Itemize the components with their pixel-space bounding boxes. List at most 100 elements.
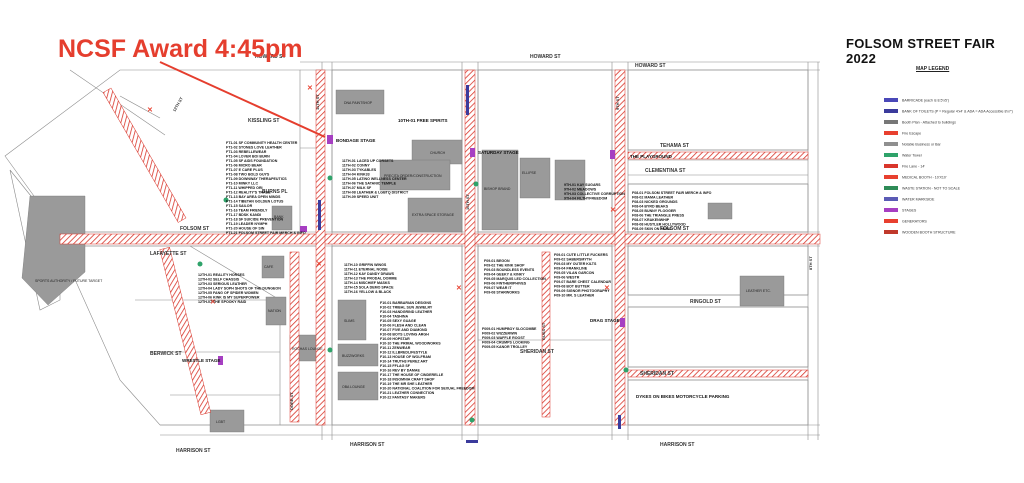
legend-label: WOODEN BOOTH STRUCTURE [902, 231, 956, 235]
legend-label: MEDICAL BOOTH - 10'X10' [902, 176, 947, 180]
street-label-12th: 12TH ST [172, 96, 185, 113]
legend-swatch [884, 164, 898, 168]
building-recycle [379, 159, 451, 191]
vendor-entry: F10-16 REV BY DAMAE [380, 369, 420, 373]
fire-lane-russ [541, 251, 551, 418]
building-leather [739, 275, 785, 307]
vendor-entry: FT1-16 TEAM FRIENDLY [226, 209, 268, 213]
vendor-list-ft: FT1-01 SF COMMUNITY HEALTH CENTER FT1-02… [226, 141, 306, 235]
street-label-clementina: CLEMENTINA ST [645, 168, 685, 174]
vendor-entry: 12TH-02 SELF CHASSIS [198, 278, 240, 282]
vendor-entry: 11TH-06 THE SATANIC TEMPLE [342, 182, 397, 186]
vendor-entry: FT1-02 STONES LOVE LEATHER [226, 146, 282, 150]
vendor-entry: F09-05 MARQUIS LED COLLECTION [484, 277, 546, 281]
vendor-entry: F09-04 GEEKY & KINKY [484, 273, 525, 277]
building-lightning [554, 159, 586, 201]
building-mini [707, 202, 733, 220]
legend-swatch [884, 208, 898, 212]
fire-lane-9th [614, 69, 626, 426]
fire-lanes [59, 69, 821, 426]
legend-label: WASTE STATION - NOT TO SCALE [902, 187, 961, 191]
street-label-9th: 9TH ST [615, 96, 620, 110]
vendor-entry: F009-02 WIZZERWIN [482, 332, 517, 336]
street-label-sheridan: SHERIDAN ST [640, 371, 674, 377]
vendor-entry: F10-13 HOUSE OF WOLFRAM [380, 355, 431, 359]
legend-swatch [884, 186, 898, 190]
water-icon [223, 197, 229, 203]
vendor-entry: 12TH-01 REALITY HORSES [198, 273, 245, 277]
street-label-dore: DORE ST [289, 392, 294, 410]
vendor-list-f009: F009-01 HUMPBOY SLOCOMBE F009-02 WIZZERW… [482, 327, 537, 349]
vendor-entry: F10-09 HOPSTAR [380, 337, 410, 341]
vendor-entry: F09-01 BEGON [484, 259, 510, 263]
water-icon [623, 367, 629, 373]
vendor-entry: F009-01 HUMPBOY SLOCOMBE [482, 327, 537, 331]
vendor-entry: FT1-03 REBELLEWEAR [226, 150, 267, 154]
fire-lane-11th [315, 69, 326, 426]
vendor-entry: F08-05 BUNNY FLOGGER [632, 209, 676, 213]
street-label-kissling: KISSLING ST [248, 118, 279, 124]
vendor-entry: FT1-01 SF COMMUNITY HEALTH CENTER [226, 141, 298, 145]
label-recycle: PRECITA ORDER/CONSTRUCTION [384, 174, 442, 178]
generator-icon: ✕ [456, 285, 462, 292]
vendor-entry: F08-03 NICKED GROUNDS [632, 200, 678, 204]
vendor-entry: F10-20 NATIONAL COALITION FOR SEXUAL FRE… [380, 387, 474, 391]
vendor-entry: F10-01 BARBARIAN DESIGNS [380, 301, 432, 305]
stage-folsom-marker[interactable] [300, 226, 307, 232]
label-lgbt: LGBT [216, 420, 226, 424]
label-glamrock: BISHOP BRAND [484, 187, 511, 191]
vendor-entry: F10-06 FLESH AND CLEAN [380, 324, 427, 328]
page-title: FOLSOM STREET FAIR 2022 [846, 36, 996, 66]
legend-label: BANK OF TOILETS (P = Regular 4'x4' & ADA… [902, 110, 1013, 114]
street-label-tehama: TEHAMA ST [660, 143, 689, 149]
markers: ✕ ✕ ✕ ✕ ✕ ✕ ✕ [147, 85, 616, 306]
street-label-lafayette: LAFAYETTE ST [150, 251, 187, 257]
vendor-entry: F09-03 BOUNDLESS EVENTS [484, 268, 535, 272]
stage-bondage-marker[interactable] [327, 135, 333, 144]
vendor-entry: FT1-12 REALITY'S TRADE [226, 191, 271, 195]
stage-drag-marker[interactable] [620, 318, 625, 327]
vendor-entry: F10-03 HANDGRIND LEATHER [380, 310, 432, 314]
street-label-burns: BURNS PL [262, 189, 288, 195]
stage-saturday-marker[interactable] [470, 148, 475, 157]
street-label-howard-mid: HOWARD ST [530, 54, 561, 60]
vendor-entry: F08-08 HUSTLER HOLLYWOOD [632, 223, 686, 227]
toilet-bank [466, 85, 469, 115]
legend-label: BARRICADE (each is 8.5'x5') [902, 99, 949, 103]
building-dna [335, 89, 385, 115]
generator-icon: ✕ [610, 207, 616, 214]
vendor-entry: FT1-19 LEADER NYMPH [226, 222, 268, 226]
vendor-entry: FT1-08 TWO BOLD GUYS [226, 173, 270, 177]
vendor-entry: 12TH-03 SERIOUS LEATHER [198, 282, 247, 286]
vendor-entry: F10-14 TRUTH3 PEREZ ART [380, 360, 429, 364]
vendor-list-11th-low: 11TH-10 GRIFFIN WINGS 11TH-11 ETERNAL NO… [344, 263, 397, 294]
vendor-entry: 11TH-03 TYKABLES [342, 168, 377, 172]
water-icon [327, 347, 333, 353]
vendor-entry: F10-10 THE PRIMAL WOODWORKS [380, 342, 441, 346]
legend-swatch [884, 230, 898, 234]
vendor-entry: 11TH-01 LACED UP CORSETS [342, 159, 394, 163]
vendor-list-12th: 12TH-01 REALITY HORSES 12TH-02 SELF CHAS… [198, 273, 281, 304]
vendor-entry: F009-05 KANOR TROLLEY [482, 345, 528, 349]
vendor-entry: F10-22 FANTASY MAKERS [380, 396, 426, 400]
vendor-entry: F08-01 FOLSOM STREET FAIR MERCH & INFO [632, 191, 712, 195]
vendor-entry: 11TH-04 KINK33 [342, 173, 370, 177]
label-bank: BANK [274, 215, 284, 219]
legend-swatch [884, 120, 898, 124]
label-oba: OBA LOUNGE [342, 385, 366, 389]
legend-label: Fire Lane - 14' [902, 165, 925, 169]
vendor-entry: F09-04 FRANKLINE [554, 267, 588, 271]
street-label-folsom-left: FOLSOM ST [180, 226, 209, 232]
label-cafe: CAFE [264, 265, 274, 269]
vendor-entry: FT1-06 MICRO BEAR [226, 164, 262, 168]
stage-playground-marker[interactable] [610, 150, 615, 159]
label-bondage-stage: BONDAGE STAGE [336, 138, 375, 143]
vendor-entry: FT1-14 TIBETAN GOLDEN LOTUS [226, 200, 284, 204]
label-saturday-stage: SATURDAY STAGE [478, 150, 519, 155]
vendor-entry: F10-12 ILLBREDLIFESTYLE [380, 351, 428, 355]
street-label-sheridan-mid: SHERIDAN ST [520, 349, 554, 355]
legend-label: GENERATORS [902, 220, 927, 224]
toilets [318, 85, 621, 443]
stage-wrestle-marker[interactable] [218, 356, 223, 365]
vendor-entry: F08-09 SKIN ON SKINS [632, 227, 672, 231]
